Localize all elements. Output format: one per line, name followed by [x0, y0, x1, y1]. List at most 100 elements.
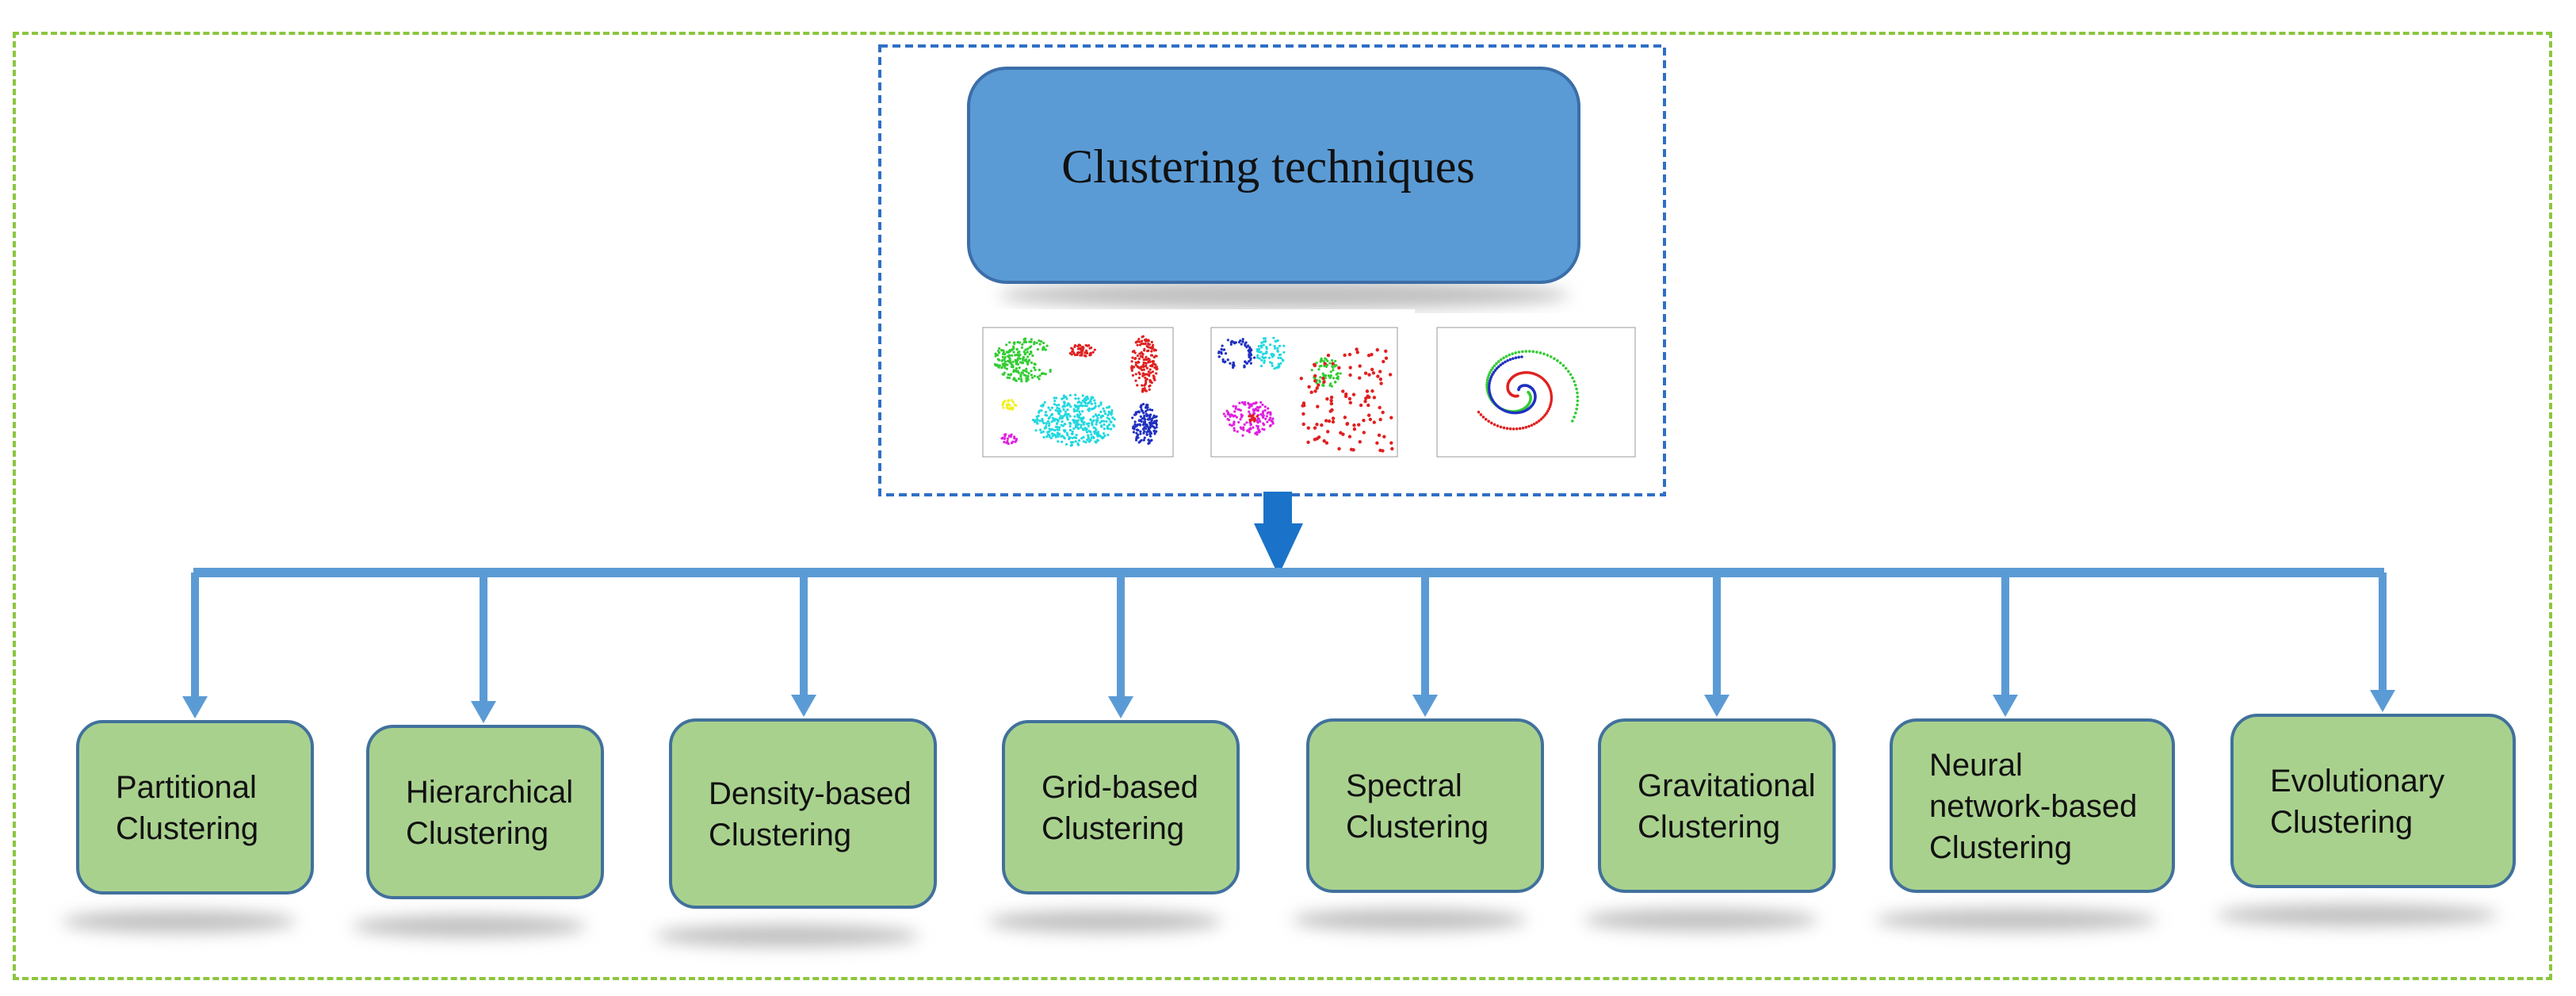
scatter-point: [1055, 404, 1058, 407]
scatter-point: [1141, 402, 1145, 406]
scatter-point: [1099, 403, 1103, 406]
scatter-point: [1376, 374, 1380, 378]
scatter-point: [1515, 427, 1519, 431]
scatter-point: [1074, 397, 1077, 400]
scatter-point: [1232, 361, 1235, 364]
scatter-point: [1492, 364, 1496, 367]
scatter-point: [1140, 439, 1143, 442]
scatter-point: [1092, 426, 1095, 429]
scatter-point: [1267, 356, 1271, 359]
scatter-point: [1347, 435, 1352, 439]
scatter-point: [1145, 403, 1148, 407]
scatter-point: [1377, 433, 1382, 438]
scatter-point: [1256, 354, 1259, 357]
scatter-point: [1038, 377, 1041, 381]
scatter-point: [1072, 441, 1075, 444]
category-label: Clustering: [116, 811, 258, 846]
scatter-point: [1019, 357, 1022, 360]
scatter-point: [1106, 424, 1109, 428]
scatter-point: [999, 349, 1003, 352]
scatter-point: [1232, 404, 1235, 408]
scatter-point: [1538, 351, 1542, 354]
scatter-point: [1015, 379, 1018, 382]
scatter-point: [1226, 339, 1229, 342]
scatter-point: [1081, 420, 1084, 423]
scatter-point: [1090, 402, 1093, 405]
scatter-point: [1028, 353, 1031, 356]
scatter-point: [1326, 430, 1330, 434]
scatter-point: [1142, 368, 1145, 371]
scatter-point: [1260, 346, 1263, 349]
scatter-point: [1264, 417, 1267, 420]
scatter-point: [1038, 374, 1041, 377]
scatter-point: [1089, 431, 1092, 434]
scatter-point: [1316, 404, 1320, 408]
scatter-point: [1141, 335, 1144, 339]
scatter-point: [1033, 374, 1036, 377]
scatter-point: [1378, 377, 1383, 381]
scatter-point: [1007, 354, 1011, 357]
scatter-point: [1348, 366, 1352, 370]
scatter-point: [1015, 439, 1018, 442]
scatter-point: [1136, 354, 1140, 358]
scatter-point: [1064, 423, 1067, 426]
scatter-point: [1025, 380, 1028, 383]
scatter-point: [1146, 406, 1149, 409]
scatter-point: [1094, 440, 1097, 443]
scatter-point: [1048, 434, 1051, 437]
scatter-point: [1576, 403, 1579, 407]
scatter-point: [1488, 379, 1492, 383]
scatter-point: [1259, 351, 1263, 354]
scatter-point: [1260, 358, 1263, 362]
scatter-point: [1239, 426, 1242, 429]
scatter-point: [1151, 370, 1155, 374]
scatter-point: [1021, 358, 1025, 362]
scatter-point: [1306, 440, 1310, 444]
scatter-point: [1329, 399, 1333, 403]
scatter-point: [1317, 435, 1321, 439]
scatter-point: [1139, 423, 1142, 427]
scatter-point: [1097, 431, 1100, 434]
scatter-point: [1343, 394, 1348, 398]
scatter-point: [1040, 339, 1043, 343]
scatter-point: [1061, 424, 1064, 427]
scatter-point: [1015, 370, 1018, 373]
scatter-point: [1233, 364, 1236, 367]
scatter-point: [1271, 362, 1274, 365]
scatter-point: [1056, 406, 1059, 410]
scatter-point: [1491, 366, 1495, 370]
scatter-point: [1258, 418, 1261, 421]
branch-arrowhead: [471, 701, 496, 723]
scatter-point: [1261, 355, 1264, 358]
scatter-point: [1033, 366, 1036, 370]
scatter-point: [1256, 350, 1259, 353]
scatter-point: [1257, 431, 1261, 434]
scatter-point: [1030, 361, 1034, 364]
scatter-point: [1072, 427, 1076, 431]
scatter-point: [1499, 363, 1503, 367]
node-shadow: [1875, 909, 2157, 931]
scatter-point: [1527, 350, 1531, 353]
scatter-point: [1149, 371, 1152, 374]
scatter-point: [1087, 344, 1091, 347]
scatter-point: [1076, 400, 1080, 404]
plot-area: [982, 327, 1174, 458]
scatter-point: [1016, 370, 1019, 373]
scatter-point: [1222, 348, 1225, 351]
scatter-point: [1487, 384, 1491, 388]
scatter-point: [1145, 364, 1148, 368]
scatter-point: [1359, 403, 1363, 408]
scatter-point: [1553, 357, 1556, 361]
scatter-point: [1097, 413, 1101, 416]
scatter-point: [1334, 380, 1337, 384]
scatter-point: [1531, 350, 1535, 354]
scatter-point: [1003, 355, 1007, 359]
scatter-point: [1321, 372, 1324, 375]
scatter-point: [1081, 418, 1084, 421]
scatter-point: [1042, 421, 1045, 425]
scatter-point: [1061, 435, 1064, 438]
scatter-point: [1086, 395, 1089, 399]
scatter-point: [1348, 373, 1352, 377]
scatter-point: [1277, 356, 1280, 359]
